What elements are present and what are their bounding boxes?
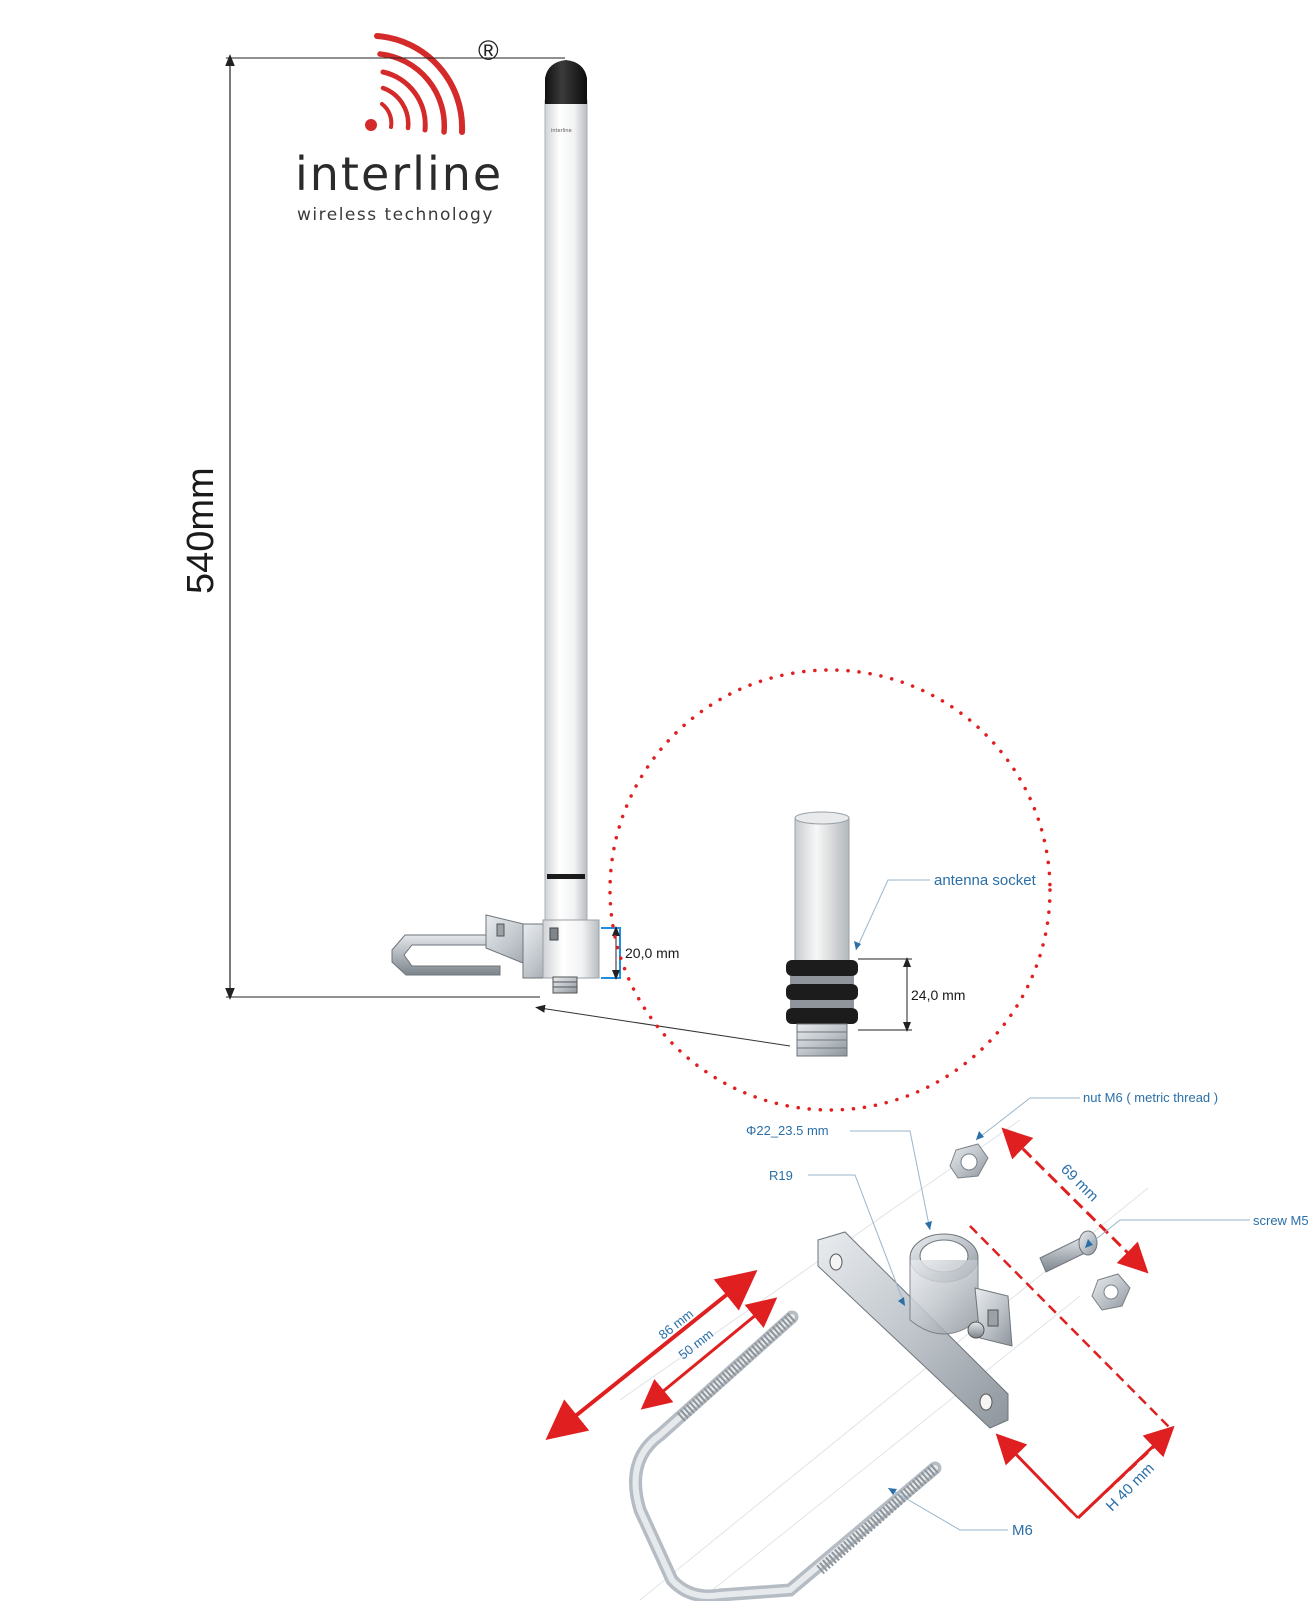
bracket-callouts	[808, 1097, 1250, 1531]
antenna-mount	[391, 914, 600, 994]
mount-height-label: 20,0 mm	[625, 945, 679, 961]
bracket-dimensions: 86 mm 50 mm 69 mm H 40 mm	[545, 1127, 1175, 1520]
nut-bottom	[1091, 1273, 1131, 1311]
nut-label: nut M6 ( metric thread )	[1083, 1090, 1218, 1105]
screw-label: screw M5	[1253, 1213, 1309, 1228]
mount-height-dimension: 20,0 mm	[601, 926, 679, 980]
bracket-body	[817, 1231, 1013, 1429]
socket-title: antenna socket	[934, 872, 1037, 889]
socket-detail: 24,0 mm antenna socket	[608, 668, 1052, 1112]
brand-logo: ® interline wireless technology	[295, 33, 503, 225]
socket-height-label: 24,0 mm	[911, 987, 965, 1003]
screw	[1039, 1230, 1098, 1273]
ubolt-thread-label: M6	[1012, 1522, 1033, 1539]
registered-mark: ®	[478, 35, 499, 66]
bolt-spacing-label: 69 mm	[1057, 1161, 1101, 1205]
brand-tagline: wireless technology	[297, 205, 494, 225]
brand-name: interline	[295, 147, 503, 201]
socket-height-dimension: 24,0 mm	[858, 957, 965, 1032]
socket-callout: antenna socket	[854, 872, 1037, 951]
bracket-detail: 86 mm 50 mm 69 mm H 40 mm	[545, 1090, 1309, 1601]
antenna: interline 20,0 mm	[391, 60, 791, 1047]
height-dimension: 540mm	[180, 54, 565, 1000]
radius-label: R19	[769, 1168, 793, 1183]
diameter-label: Φ22_23.5 mm	[746, 1123, 829, 1138]
u-bolt	[629, 1310, 942, 1601]
nut-top	[949, 1143, 989, 1179]
height-label: 540mm	[180, 467, 222, 594]
antenna-socket	[786, 811, 858, 1057]
signal-waves-icon	[365, 33, 466, 135]
cap-brand: interline	[551, 128, 572, 134]
